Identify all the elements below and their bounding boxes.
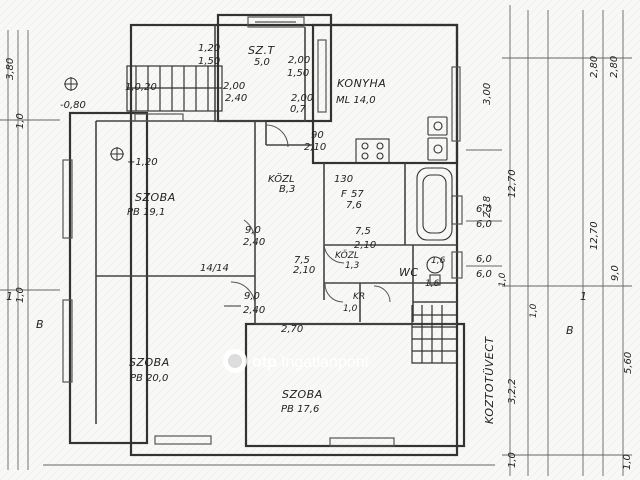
room-szt-name: SZ.T [248,44,276,57]
opening-note: 9,0 [245,225,261,236]
opening-note: 1,50 [198,56,220,67]
room-kr-name: KR [353,292,365,302]
right-dimension: 9,0 [610,265,621,281]
opening-note: 7,5 [294,255,310,266]
opening-note: 2,40 [225,93,247,104]
vertical-note: KOZTOTÜVECT [483,336,496,424]
right-dimension: 1,0 [498,272,508,287]
right-dimension: 6,0 [476,219,492,230]
opening-notes: 1,20 1,50 2,00 1,50 1,0,20 2,00 2,40 90 … [60,43,446,335]
room-szoba-1-code: PB 19,1 [127,207,165,218]
right-dimension: 2,18 [482,196,493,218]
room-kozl-2-name: KÖZL [335,250,359,261]
right-dimension: 1,0 [507,452,518,468]
section-mark-left: B [36,318,44,331]
right-dimension: 6,0 [476,269,492,280]
watermark-group: otp Ingatlanpont [223,349,370,373]
door-swings [230,124,391,308]
windows [62,16,463,447]
right-dimension: 3,00 [482,83,493,105]
right-dimension: 12,70 [507,169,518,198]
site-markers [64,77,241,307]
left-dimension: 1,0 [15,287,26,303]
room-konyha-name: KONYHA [337,77,386,90]
room-szt-code: 5,0 [254,57,270,68]
room-labels: SZ.T 5,0 KONYHA ML 14,0 KÖZL B,3 SZOBA P… [127,44,440,415]
room-f-code: 57 [351,189,364,200]
opening-note: 130 [334,174,353,185]
bathroom-fixtures [416,167,453,286]
left-dimension: 3,80 [5,58,16,80]
room-szoba-3-name: SZOBA [282,388,323,401]
right-dimension: 6,0 [476,204,492,215]
right-dimensions: 3,00 2,18 12,70 6,0 6,0 6,0 6,0 1,0 2,80… [476,56,634,470]
section-mark-right: B [566,324,574,337]
left-dimension: 1,0 [15,113,26,129]
room-szoba-2-name: SZOBA [129,356,170,369]
opening-note: +1,20 [127,157,158,168]
room-kozl-2-code: 1,3 [345,261,360,271]
right-dimension: 6,0 [476,254,492,265]
room-wc-name: WC [399,266,419,279]
opening-note: 2,10 [354,240,376,251]
right-dimension: 1,0 [529,303,539,318]
room-szoba-3-code: PB 17,6 [281,404,319,415]
stairs [126,65,456,364]
opening-note: 2,10 [304,142,326,153]
opening-note: 1,6 [431,256,446,266]
room-kozl-name: KÖZL [268,172,295,185]
opening-note: 2,40 [243,237,265,248]
opening-note: 1,50 [287,68,309,79]
inner-walls [95,25,457,424]
right-dimension: 2,80 [609,56,620,78]
opening-note: 2,00 [291,93,313,104]
watermark-logo-core [228,354,242,368]
opening-note: 2,00 [223,81,245,92]
room-konyha-code: ML 14,0 [336,95,376,106]
room-kr-code: 1,0 [343,304,358,314]
kitchen-fixtures [355,116,448,164]
opening-note: 2,70 [281,324,303,335]
opening-note: 2,10 [293,265,315,276]
room-wc-code: 1,6 [425,279,440,289]
left-dimensions: 3,80 1,0 1,0 [5,58,26,303]
opening-note: 0,7 [290,104,307,115]
watermark-brand: otp [252,354,277,371]
opening-note: 90 [311,130,324,141]
right-dimension: 1,0 [622,454,633,470]
outer-walls [68,13,466,457]
opening-note: 14/14 [200,263,229,274]
opening-note: 7,5 [355,226,371,237]
room-szoba-2-code: PB 20,0 [130,373,168,384]
room-szoba-1-name: SZOBA [135,191,176,204]
room-f-name: F [341,189,347,200]
opening-note: 1,20 [198,43,220,54]
watermark-text: Ingatlanpont [281,354,370,371]
opening-note: 2,40 [243,305,265,316]
opening-note: 9,0 [244,291,260,302]
section-index-right: 1 [580,290,588,303]
room-kozl-code: B,3 [279,184,295,195]
dimension-lines [0,5,632,476]
opening-note: -0,80 [60,100,86,111]
right-dimension: 5,60 [623,352,634,374]
right-dimension: 3,2,2 [507,379,518,404]
section-marks: B B 1 1 [6,290,588,337]
section-index-left: 1 [6,290,14,303]
room-f2-code: 7,6 [346,200,362,211]
opening-note: 1,0,20 [125,82,157,93]
right-dimension: 12,70 [589,221,600,250]
right-dimension: 2,80 [589,56,600,78]
opening-note: 2,00 [288,55,310,66]
